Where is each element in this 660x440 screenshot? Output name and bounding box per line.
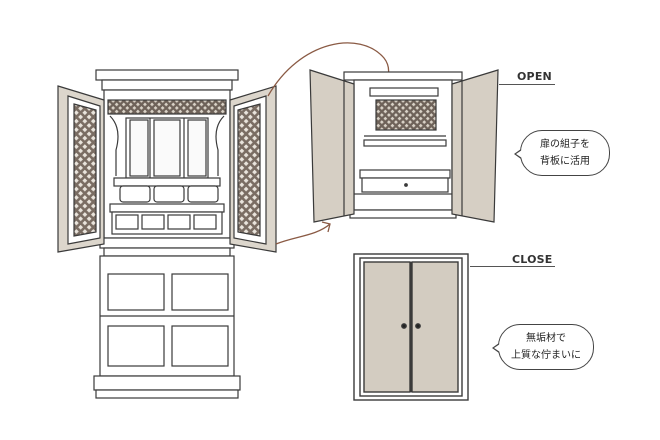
close-callout-line1: 無垢材で (526, 333, 566, 344)
lower-panel-right-bottom (171, 325, 229, 367)
left-door-lattice (73, 103, 97, 237)
close-label-rule (470, 266, 555, 267)
closed-cabinet (353, 253, 469, 401)
open-cabinet-large (57, 69, 277, 399)
close-callout-line2: 上質な佇まいに (511, 350, 581, 361)
open-callout-bubble: 扉の組子を 背板に活用 (514, 130, 610, 176)
open-callout-line1: 扉の組子を (540, 139, 590, 150)
back-lattice-panel (107, 99, 227, 115)
open-label: OPEN (517, 70, 552, 83)
close-callout-bubble: 無垢材で 上質な佇まいに (492, 324, 594, 370)
open-label-rule (499, 84, 555, 85)
lower-panel-left-top (107, 273, 165, 311)
arrow-to-close (275, 221, 331, 245)
open-callout-line2: 背板に活用 (540, 156, 590, 167)
lower-panel-left-bottom (107, 325, 165, 367)
small-right-door (451, 69, 499, 223)
right-door-lattice (237, 103, 261, 237)
open-cabinet-small (309, 69, 499, 223)
lower-panel-right-top (171, 273, 229, 311)
cabinet-crown (95, 69, 239, 81)
close-label: CLOSE (512, 253, 553, 266)
small-back-lattice (375, 99, 437, 131)
small-left-door (309, 69, 355, 223)
left-door-knob (401, 323, 407, 329)
right-door-knob (415, 323, 421, 329)
